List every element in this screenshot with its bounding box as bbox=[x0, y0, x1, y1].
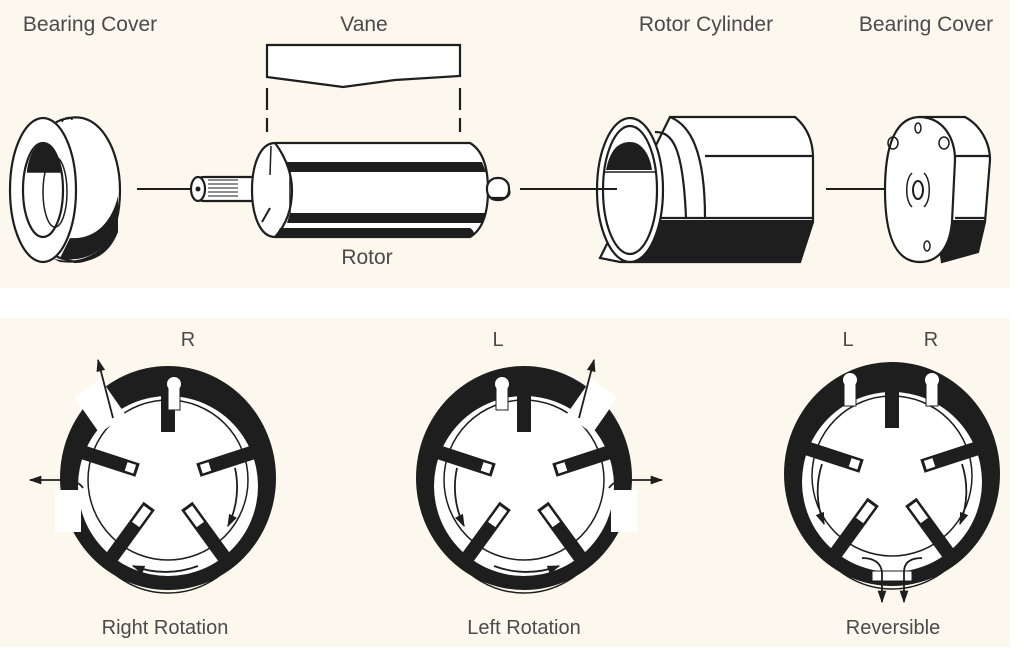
relief-pin-head bbox=[495, 377, 509, 391]
port-opening bbox=[566, 378, 618, 434]
bearing-cover-right-label: Bearing Cover bbox=[858, 13, 994, 36]
reversible-label: Reversible bbox=[845, 617, 941, 639]
vane-tip bbox=[540, 505, 560, 528]
port-label-r: R bbox=[180, 329, 196, 351]
reversible-diagram bbox=[784, 362, 1000, 604]
vane-label: Vane bbox=[340, 13, 388, 36]
relief-pin-head bbox=[167, 377, 181, 391]
flow-channel bbox=[816, 543, 968, 590]
rotor-label: Rotor bbox=[341, 246, 393, 269]
vane-tip bbox=[132, 505, 152, 528]
left-rotation-label: Left Rotation bbox=[467, 617, 581, 639]
vane-tip bbox=[184, 505, 204, 528]
port-label-l: L bbox=[492, 329, 504, 351]
rotation-arrow bbox=[815, 463, 825, 526]
rotor-drawing bbox=[189, 141, 511, 239]
rotation-arrow bbox=[227, 467, 238, 528]
rotation-arrow bbox=[131, 565, 199, 575]
outlet-arrow bbox=[578, 358, 596, 419]
vane-tip bbox=[848, 458, 861, 470]
vane-tip bbox=[199, 462, 212, 474]
vane-tip bbox=[856, 501, 876, 524]
rotor-cylinder-label: Rotor Cylinder bbox=[638, 13, 774, 36]
rotation-arrow bbox=[454, 467, 465, 528]
outlet-arrow bbox=[28, 475, 84, 489]
right-rotation-diagram bbox=[28, 358, 276, 594]
port-opening bbox=[55, 490, 81, 532]
rotor-cylinder-drawing bbox=[590, 115, 815, 264]
outlet-arrow bbox=[608, 475, 664, 489]
outlet-arrow bbox=[899, 557, 923, 604]
relief-pin-head bbox=[925, 373, 939, 387]
vane-tip bbox=[124, 462, 137, 474]
port-opening bbox=[871, 570, 913, 582]
vane-tip bbox=[480, 462, 493, 474]
vane-drawing bbox=[265, 43, 462, 132]
rotation-arrow bbox=[959, 463, 969, 526]
vane-tip bbox=[908, 501, 928, 524]
bearing-cover-right-drawing bbox=[883, 115, 992, 264]
bearing-cover-left-drawing bbox=[8, 116, 122, 264]
right-rotation-label: Right Rotation bbox=[101, 617, 229, 639]
port-label-l: L bbox=[842, 329, 854, 351]
vane-tip bbox=[488, 505, 508, 528]
port-opening bbox=[611, 490, 637, 532]
left-rotation-diagram bbox=[416, 358, 664, 594]
port-label-r: R bbox=[923, 329, 939, 351]
outlet-arrow bbox=[861, 557, 887, 604]
bearing-cover-left-label: Bearing Cover bbox=[22, 13, 158, 36]
flow-channel bbox=[448, 547, 600, 594]
port-opening bbox=[74, 378, 126, 434]
outlet-arrow bbox=[96, 358, 114, 419]
exploded-view-panel bbox=[0, 0, 1010, 288]
flow-channel bbox=[92, 547, 244, 594]
vane-tip bbox=[923, 458, 936, 470]
rotation-arrow bbox=[493, 565, 561, 575]
vane-tip bbox=[555, 462, 568, 474]
relief-pin-head bbox=[843, 373, 857, 387]
